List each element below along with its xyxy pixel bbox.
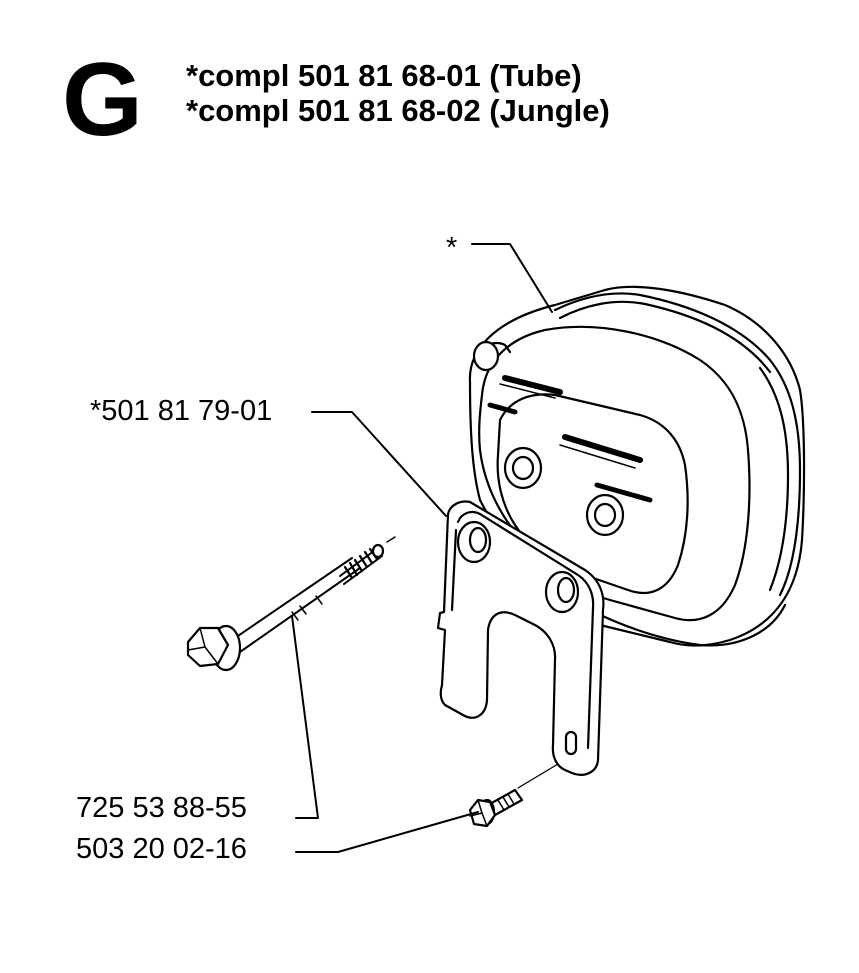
- leader-lines: [291, 243, 559, 853]
- assembly-number-jungle: *compl 501 81 68-02 (Jungle): [186, 93, 610, 128]
- long-bolt: [186, 536, 396, 672]
- bracket: [436, 500, 605, 776]
- assembly-number-tube: *compl 501 81 68-01 (Tube): [186, 58, 582, 93]
- callout-muffler: *: [446, 232, 458, 264]
- callout-screw: 503 20 02-16: [76, 833, 247, 865]
- callout-bolt: 725 53 88-55: [76, 792, 247, 824]
- small-screw: [468, 788, 524, 828]
- section-letter: G: [62, 42, 143, 158]
- callout-bracket: *501 81 79-01: [90, 395, 273, 427]
